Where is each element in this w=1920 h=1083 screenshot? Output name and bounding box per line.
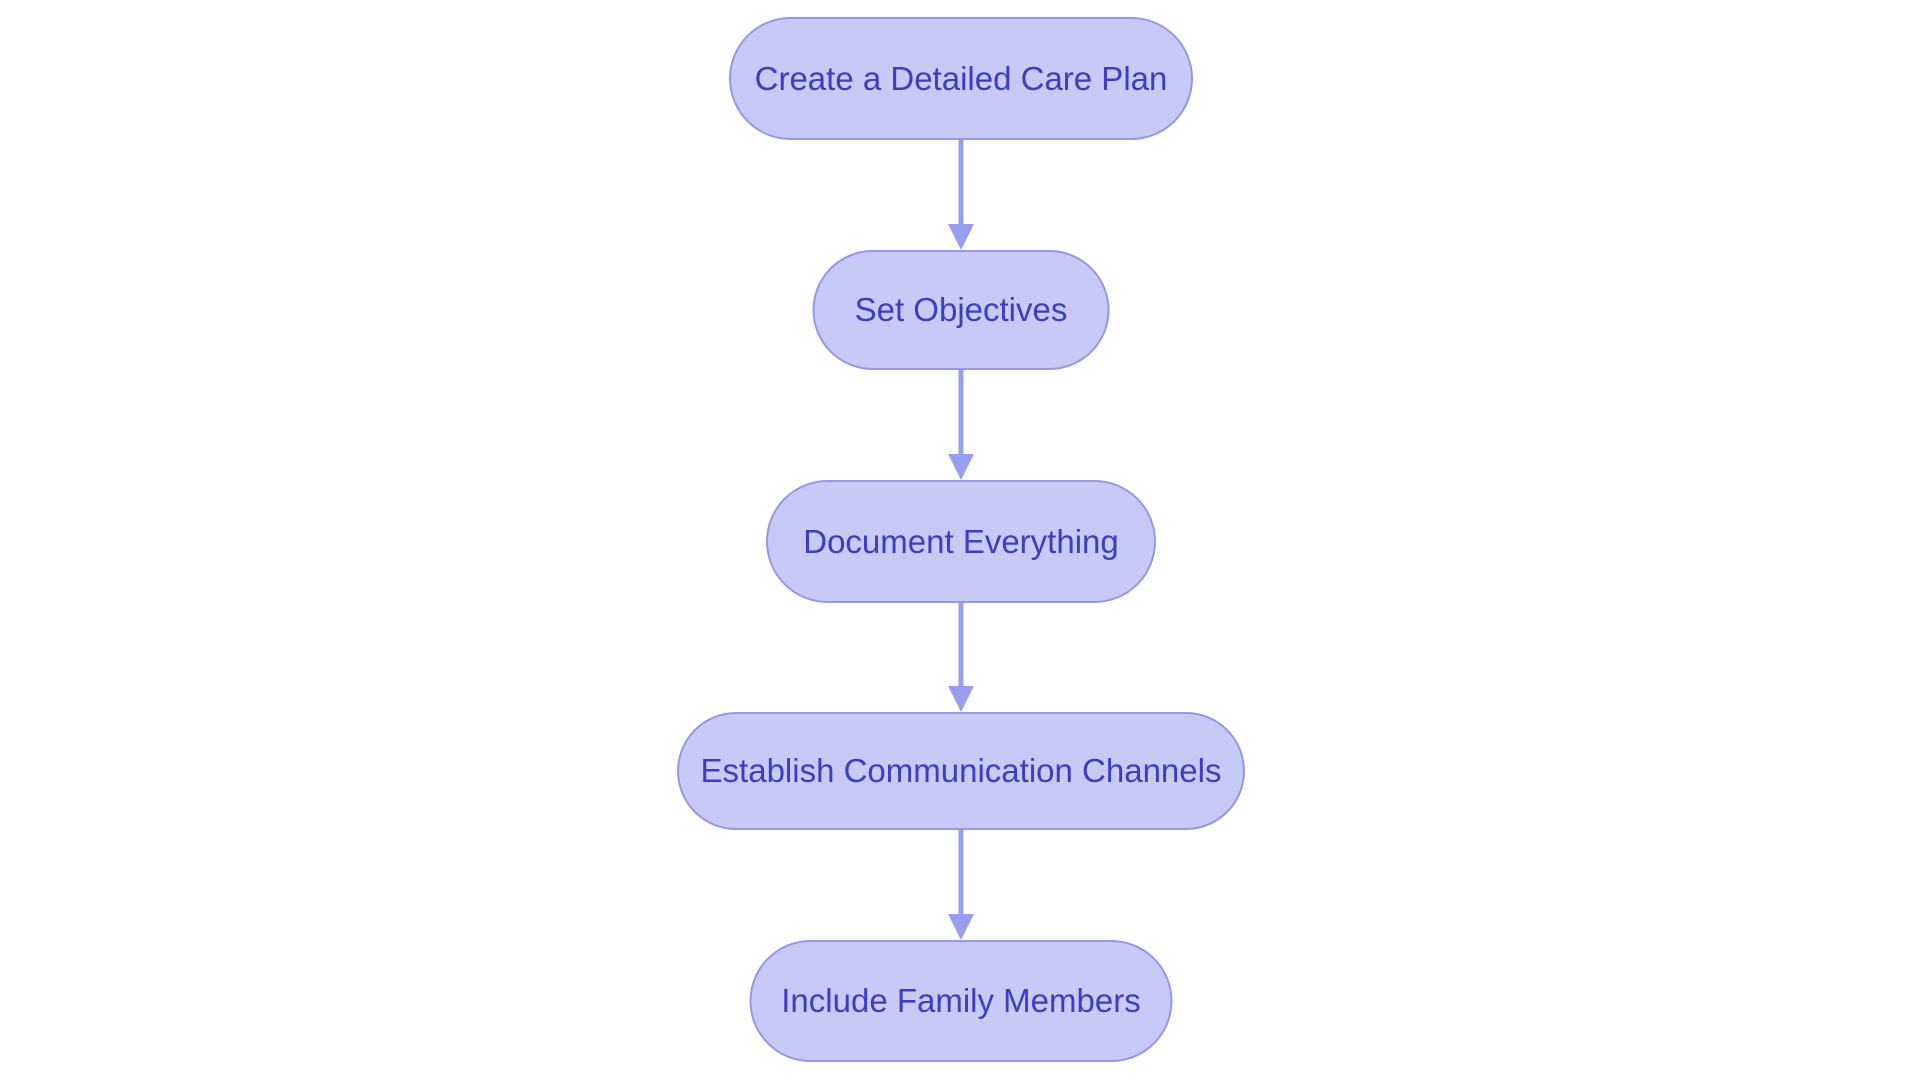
flow-node-label: Set Objectives [854, 291, 1068, 329]
flow-arrow-4 [948, 830, 974, 940]
flow-node-label: Include Family Members [781, 982, 1141, 1020]
flow-node-create-care-plan: Create a Detailed Care Plan [729, 17, 1193, 140]
flow-node-establish-communication-channels: Establish Communication Channels [677, 712, 1245, 830]
arrow-head-icon [948, 914, 974, 940]
arrow-shaft [958, 830, 964, 918]
flow-arrow-1 [948, 140, 974, 250]
arrow-shaft [958, 603, 964, 690]
flow-node-document-everything: Document Everything [766, 480, 1156, 603]
arrow-shaft [958, 370, 964, 458]
flow-node-label: Document Everything [803, 522, 1119, 560]
flow-node-label: Establish Communication Channels [700, 752, 1222, 790]
flow-node-include-family-members: Include Family Members [749, 940, 1173, 1062]
arrow-head-icon [948, 454, 974, 480]
arrow-head-icon [948, 686, 974, 712]
flow-node-set-objectives: Set Objectives [812, 250, 1110, 370]
flow-arrow-2 [948, 370, 974, 480]
flow-node-label: Create a Detailed Care Plan [754, 59, 1168, 97]
flow-arrow-3 [948, 603, 974, 712]
arrow-shaft [958, 140, 964, 228]
arrow-head-icon [948, 224, 974, 250]
